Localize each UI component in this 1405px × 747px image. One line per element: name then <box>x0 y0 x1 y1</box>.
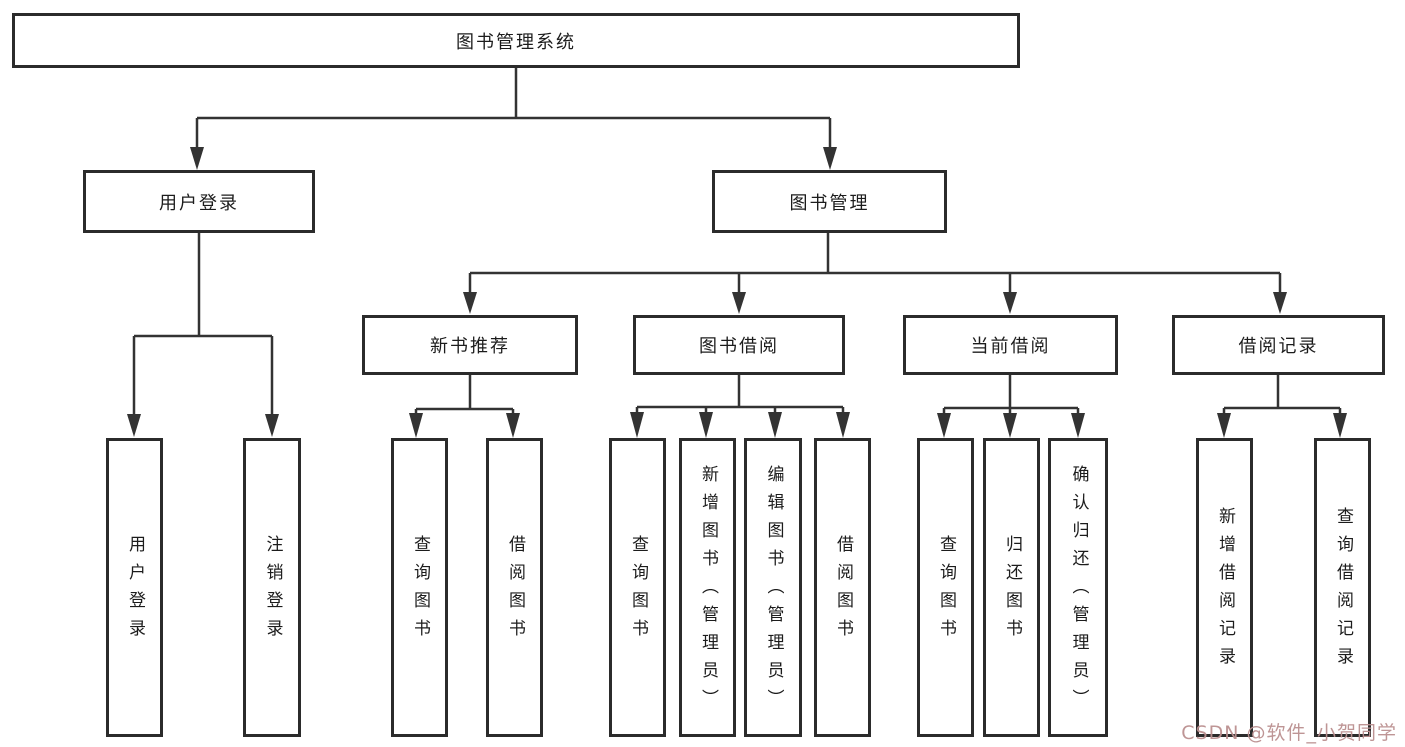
arrowhead <box>836 412 850 438</box>
leaf-borrow-borrow-books: 借阅图书 <box>814 438 871 737</box>
arrowhead <box>1273 292 1287 314</box>
arrowhead <box>630 412 644 438</box>
leaf-logout: 注销登录 <box>243 438 301 737</box>
leaf-user-login: 用户登录 <box>106 438 163 737</box>
connector-root-split <box>197 68 830 120</box>
arrowhead <box>1071 413 1085 438</box>
connector-borrow-record-split <box>1224 375 1340 410</box>
arrowhead <box>1003 292 1017 314</box>
node-book-borrow: 图书借阅 <box>633 315 845 375</box>
arrowhead <box>1333 413 1347 438</box>
connector-book-mgmt-split <box>470 233 1280 275</box>
arrowhead <box>937 413 951 438</box>
arrowhead <box>265 414 279 437</box>
connector-book-borrow-split <box>637 375 843 409</box>
connector-new-book-split <box>416 375 513 411</box>
leaf-record-query-borrow-record: 查询借阅记录 <box>1314 438 1371 737</box>
arrowhead <box>732 292 746 314</box>
arrowhead <box>1003 413 1017 438</box>
node-borrow-records: 借阅记录 <box>1172 315 1385 375</box>
arrowhead <box>409 413 423 438</box>
node-new-book-recommend: 新书推荐 <box>362 315 578 375</box>
leaf-record-add-borrow-record: 新增借阅记录 <box>1196 438 1253 737</box>
node-root: 图书管理系统 <box>12 13 1020 68</box>
arrowhead <box>1217 413 1231 438</box>
leaf-current-query-books: 查询图书 <box>917 438 974 737</box>
leaf-current-confirm-return-admin: 确认归还（管理员） <box>1048 438 1108 737</box>
node-current-borrow: 当前借阅 <box>903 315 1118 375</box>
arrowhead <box>823 147 837 170</box>
arrowhead <box>699 412 713 438</box>
node-book-management: 图书管理 <box>712 170 947 233</box>
connector-current-borrow-split <box>944 375 1078 410</box>
watermark: CSDN @软件_小贺同学 <box>1181 722 1397 744</box>
arrowhead <box>506 413 520 438</box>
node-user-login: 用户登录 <box>83 170 315 233</box>
arrowhead <box>768 412 782 438</box>
leaf-borrow-edit-books-admin: 编辑图书（管理员） <box>744 438 802 737</box>
leaf-borrow-query-books: 查询图书 <box>609 438 666 737</box>
leaf-borrow-add-books-admin: 新增图书（管理员） <box>679 438 736 737</box>
arrowhead <box>190 147 204 170</box>
arrowhead <box>463 292 477 314</box>
leaf-newbook-borrow-books: 借阅图书 <box>486 438 543 737</box>
leaf-newbook-query-books: 查询图书 <box>391 438 448 737</box>
arrowhead <box>127 414 141 437</box>
leaf-current-return-books: 归还图书 <box>983 438 1040 737</box>
connector-user-login-split <box>134 233 272 338</box>
